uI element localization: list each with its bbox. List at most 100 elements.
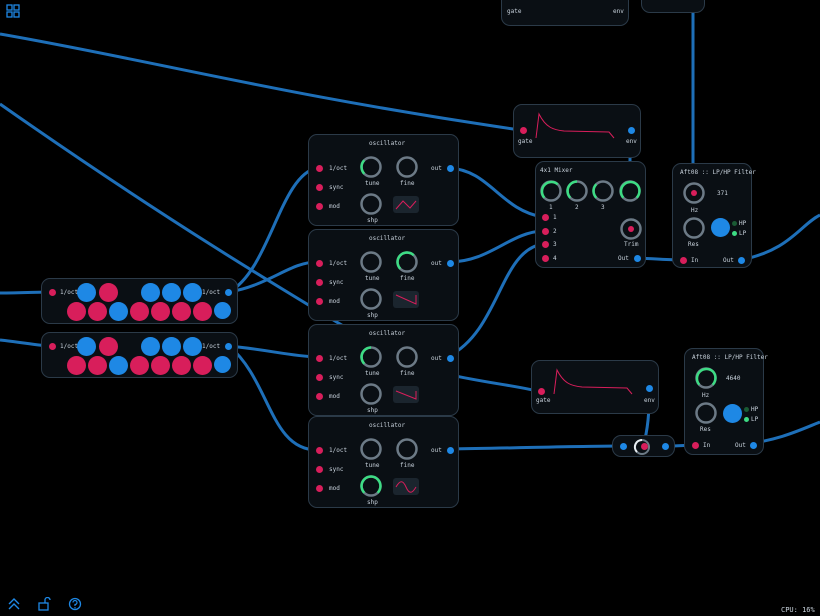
module-top-right[interactable] [641, 0, 705, 13]
filter-in-jack[interactable] [680, 257, 687, 264]
voct-out-jack[interactable] [225, 343, 232, 350]
step-button[interactable] [193, 302, 212, 321]
oscillator-module[interactable]: oscillator 1/oct sync mod out tune fine … [308, 416, 459, 508]
fine-knob[interactable] [395, 437, 419, 461]
filter-in-jack[interactable] [692, 442, 699, 449]
mod-jack[interactable] [316, 485, 323, 492]
mod-jack[interactable] [316, 298, 323, 305]
filter-module[interactable]: Aft08 :: LP/HP Filter 4640 Hz Res HP LP … [684, 348, 768, 455]
fine-knob[interactable] [395, 155, 419, 179]
step-button[interactable] [99, 337, 118, 356]
envelope-module-top[interactable]: gate env [501, 0, 629, 26]
mixer-module[interactable]: 4x1 Mixer 1 2 3 1 2 3 4 Trim Out [535, 161, 646, 268]
tune-knob[interactable] [359, 155, 383, 179]
vca-in-jack[interactable] [620, 443, 627, 450]
step-button[interactable] [67, 356, 86, 375]
mixer-in-2-jack[interactable] [542, 228, 549, 235]
trim-knob[interactable] [619, 217, 643, 241]
vca-cv-jack[interactable] [641, 443, 648, 450]
mixer-in-4-jack[interactable] [542, 255, 549, 262]
mode-button[interactable] [711, 218, 730, 237]
resonance-knob[interactable] [694, 401, 718, 425]
voct-out-jack[interactable] [225, 289, 232, 296]
resonance-knob[interactable] [682, 216, 706, 240]
mod-jack[interactable] [316, 203, 323, 210]
channel-1-knob[interactable] [539, 179, 563, 203]
shape-knob[interactable] [359, 382, 383, 406]
voct-jack[interactable] [316, 355, 323, 362]
gate-jack[interactable] [538, 388, 545, 395]
oscillator-module[interactable]: oscillator 1/oct sync mod out tune fine … [308, 134, 459, 226]
shape-knob[interactable] [359, 474, 383, 498]
step-button[interactable] [109, 356, 128, 375]
sequencer-module[interactable]: 1/oct 1/oct [41, 278, 238, 324]
step-button[interactable] [109, 302, 128, 321]
fine-knob[interactable] [395, 250, 419, 274]
out-jack[interactable] [447, 447, 454, 454]
step-button[interactable] [99, 283, 118, 302]
mixer-in-1-jack[interactable] [542, 214, 549, 221]
channel-3-knob[interactable] [591, 179, 615, 203]
sync-jack[interactable] [316, 374, 323, 381]
step-button[interactable] [141, 337, 160, 356]
voct-in-jack[interactable] [49, 343, 56, 350]
mod-jack[interactable] [316, 393, 323, 400]
step-button[interactable] [151, 356, 170, 375]
voct-jack[interactable] [316, 447, 323, 454]
filter-out-jack[interactable] [750, 442, 757, 449]
sequencer-module[interactable]: 1/oct 1/oct [41, 332, 238, 378]
step-button[interactable] [214, 356, 231, 373]
mode-button[interactable] [723, 404, 742, 423]
grid-icon[interactable] [6, 4, 20, 18]
help-icon[interactable] [68, 597, 82, 611]
step-button[interactable] [77, 283, 96, 302]
shape-knob[interactable] [359, 287, 383, 311]
step-button[interactable] [183, 283, 202, 302]
unlock-icon[interactable] [37, 597, 51, 611]
step-button[interactable] [88, 356, 107, 375]
mixer-in-3-jack[interactable] [542, 241, 549, 248]
tune-knob[interactable] [359, 345, 383, 369]
step-button[interactable] [162, 283, 181, 302]
tune-knob[interactable] [359, 437, 383, 461]
step-button[interactable] [67, 302, 86, 321]
step-button[interactable] [141, 283, 160, 302]
channel-4-knob[interactable] [618, 179, 642, 203]
step-button[interactable] [183, 337, 202, 356]
out-jack[interactable] [447, 260, 454, 267]
voct-jack[interactable] [316, 260, 323, 267]
oscillator-module[interactable]: oscillator 1/oct sync mod out tune fine … [308, 229, 459, 321]
sync-jack[interactable] [316, 466, 323, 473]
channel-2-knob[interactable] [565, 179, 589, 203]
voct-in-jack[interactable] [49, 289, 56, 296]
frequency-knob[interactable] [682, 181, 706, 205]
frequency-knob[interactable] [694, 366, 718, 390]
step-button[interactable] [172, 356, 191, 375]
step-button[interactable] [130, 356, 149, 375]
sync-jack[interactable] [316, 279, 323, 286]
step-button[interactable] [172, 302, 191, 321]
vca-module[interactable] [612, 435, 675, 457]
mixer-out-jack[interactable] [634, 255, 641, 262]
sync-jack[interactable] [316, 184, 323, 191]
tune-knob[interactable] [359, 250, 383, 274]
step-button[interactable] [88, 302, 107, 321]
step-button[interactable] [77, 337, 96, 356]
step-button[interactable] [162, 337, 181, 356]
step-button[interactable] [193, 356, 212, 375]
env-jack[interactable] [646, 385, 653, 392]
shape-knob[interactable] [359, 192, 383, 216]
vca-knob[interactable] [633, 438, 651, 456]
fine-knob[interactable] [395, 345, 419, 369]
env-jack[interactable] [628, 127, 635, 134]
envelope-module[interactable]: gate env [531, 360, 659, 414]
out-jack[interactable] [447, 355, 454, 362]
voct-jack[interactable] [316, 165, 323, 172]
filter-out-jack[interactable] [738, 257, 745, 264]
envelope-module[interactable]: gate env [513, 104, 641, 158]
step-button[interactable] [130, 302, 149, 321]
step-button[interactable] [214, 302, 231, 319]
vca-out-jack[interactable] [662, 443, 669, 450]
out-jack[interactable] [447, 165, 454, 172]
filter-module[interactable]: Aft08 :: LP/HP Filter 371 Hz Res HP LP I… [672, 163, 756, 268]
